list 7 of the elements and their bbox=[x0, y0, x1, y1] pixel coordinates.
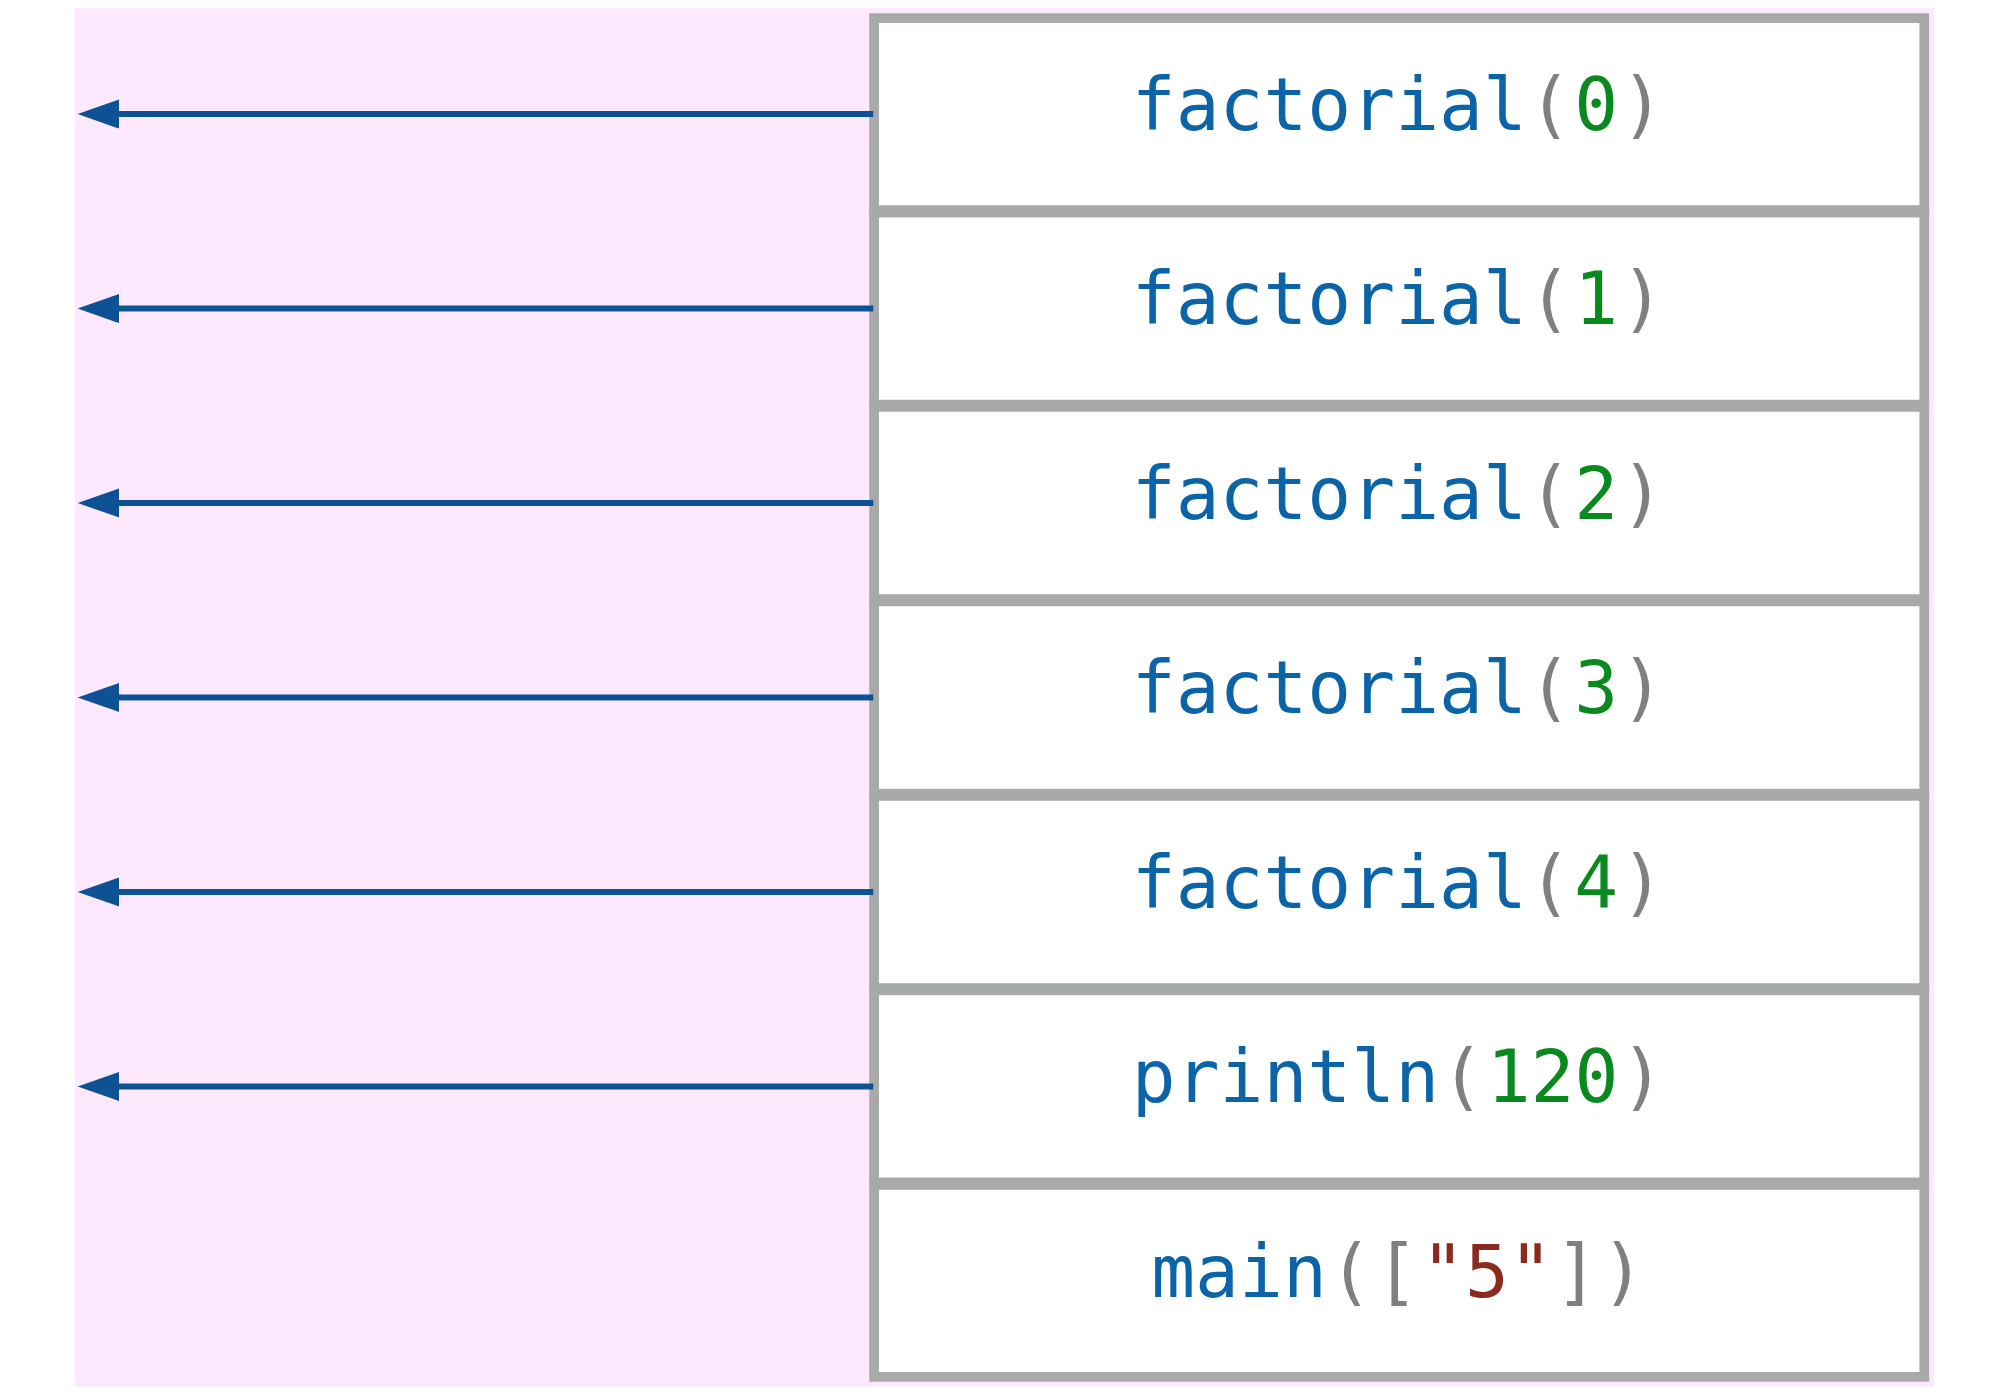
arrow bbox=[77, 1071, 873, 1101]
arrow bbox=[77, 877, 873, 907]
arrow bbox=[77, 488, 873, 518]
arrow bbox=[77, 294, 873, 324]
arrow bbox=[77, 99, 873, 129]
node-box: main(["5"]) bbox=[868, 1180, 1929, 1382]
arrow bbox=[77, 683, 873, 712]
